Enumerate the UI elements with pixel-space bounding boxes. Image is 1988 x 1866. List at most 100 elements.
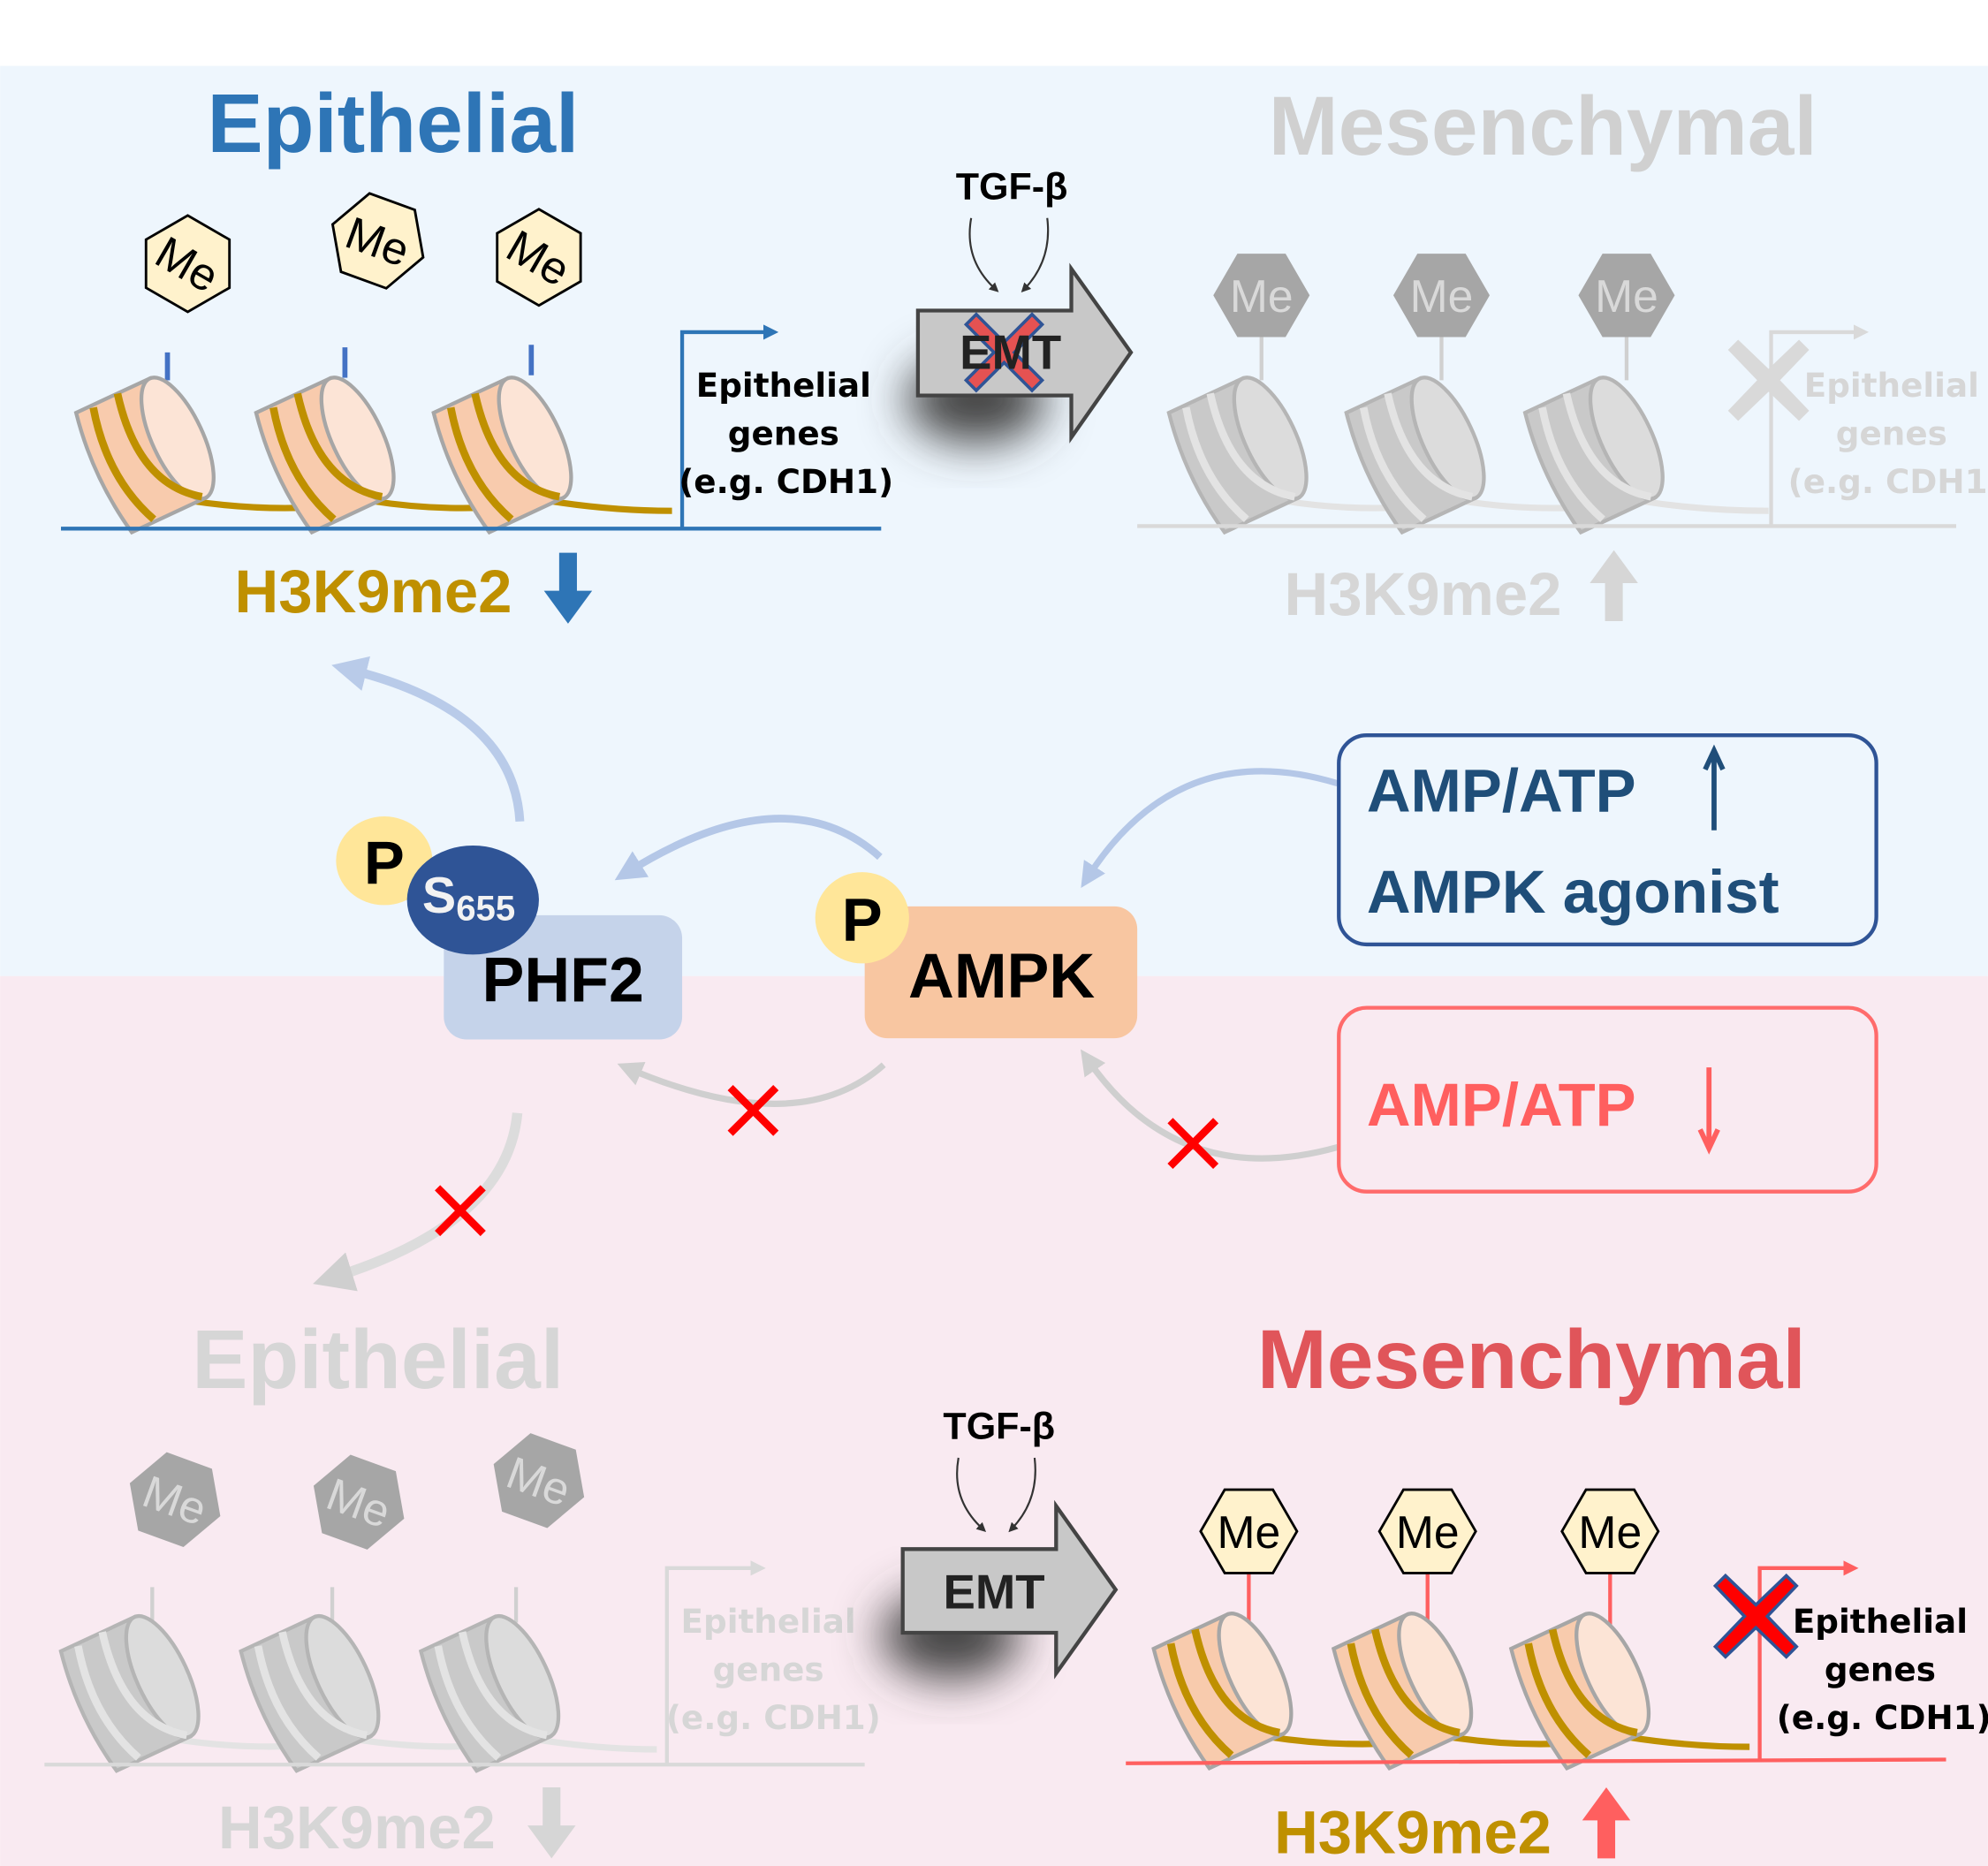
- dna-wrap: [278, 1631, 368, 1740]
- dna-wrap: [1384, 392, 1474, 501]
- nucleosome-face: [124, 1613, 201, 1740]
- dna-wrap: [1359, 406, 1427, 522]
- ampk-label: AMPK: [908, 941, 1095, 1012]
- bottom-left-gene-label-3: (e.g. CDH1): [666, 1698, 881, 1737]
- dna-wrap: [74, 1645, 141, 1761]
- s655-site-label: S655: [422, 868, 515, 929]
- top-left-gene-label-1: Epithelial: [696, 366, 871, 405]
- top-right-gene-label-1: Epithelial: [1804, 366, 1979, 405]
- nucleosome: [1151, 1612, 1294, 1771]
- bottom-tgf-beta-label: TGF-β: [943, 1405, 1055, 1447]
- blocked-cross-icon: [963, 312, 1045, 393]
- top-left-h3k9me2-label: H3K9me2: [235, 558, 512, 626]
- hexagon-shape: [129, 1452, 221, 1548]
- top-mesenchymal-title: Mesenchymal: [1269, 80, 1817, 173]
- dna-wrap: [98, 1631, 188, 1740]
- bottom-left-gene-label-1: Epithelial: [681, 1602, 856, 1641]
- ampk-box: [864, 906, 1138, 1039]
- arrow-up-icon: [1582, 1787, 1631, 1859]
- hexagon-shape: [1213, 254, 1310, 338]
- high-amp-atp-label: AMP/ATP: [1367, 756, 1636, 824]
- top-left-gene-label-3: (e.g. CDH1): [679, 462, 893, 501]
- hexagon-shape: [1392, 254, 1490, 338]
- hexagon-shape: [144, 214, 231, 314]
- nucleosome-face: [484, 1613, 561, 1740]
- s655-site-circle: [406, 846, 539, 955]
- methyl-hexagon-icon: Me: [330, 192, 425, 290]
- nucleosome-face: [1574, 1612, 1651, 1737]
- phf2-phospho-label: P: [364, 829, 405, 897]
- top-right-tss-arrow: [1769, 324, 1869, 527]
- tgf-signal-arrow: [956, 1457, 987, 1532]
- nucleosome: [73, 375, 216, 535]
- ampk-phospho-circle: [815, 872, 909, 964]
- bottom-right-gene-label-2: genes: [1825, 1650, 1936, 1689]
- dna-wrap: [1206, 392, 1296, 501]
- dna-wrap: [113, 392, 203, 501]
- ampk-agonist-label: AMPK agonist: [1367, 858, 1779, 926]
- arrow-up-icon: [1590, 550, 1638, 622]
- nucleosome-face: [1409, 375, 1486, 501]
- top-tgf-beta-label: TGF-β: [956, 165, 1068, 208]
- dna-wrap: [1182, 406, 1249, 522]
- inhibition-x-icon: [435, 1084, 1219, 1237]
- nucleosome-face: [1397, 1612, 1474, 1737]
- bottom-right-gene-label-3: (e.g. CDH1): [1777, 1698, 1988, 1737]
- dna-wrap: [1548, 1628, 1638, 1737]
- blocked-cross-icon: [1727, 339, 1810, 421]
- top-left-gene-label-2: genes: [728, 414, 839, 453]
- methyl-hexagon-icon: Me: [129, 1452, 221, 1548]
- arrow-down-icon: [543, 552, 593, 624]
- ampk-to-phf2-blocked-arrow: [617, 1061, 886, 1107]
- dna-wrap: [1524, 1642, 1592, 1758]
- dna-wrap: [1347, 1642, 1415, 1758]
- bottom-emt-label: EMT: [943, 1566, 1044, 1619]
- tgf-signal-arrow: [1008, 1457, 1036, 1533]
- hexagon-shape: [1377, 1488, 1477, 1574]
- methyl-hexagon-icon: Me: [493, 1433, 585, 1528]
- site-letter: S: [422, 868, 456, 924]
- nucleosome: [254, 375, 396, 535]
- bottom-right-dna-line: [1126, 1757, 1946, 1765]
- methyl-label: Me: [1410, 270, 1474, 322]
- ampk-to-phf2-arrow: [614, 815, 883, 881]
- nucleosome: [1508, 1612, 1651, 1771]
- site-number: 655: [456, 889, 515, 929]
- agonist-to-ampk-arrow: [1081, 768, 1339, 888]
- nucleosome: [1344, 375, 1486, 535]
- top-right-h3k9me2-label: H3K9me2: [1285, 560, 1562, 628]
- dna-wrap: [459, 1631, 548, 1740]
- nucleosome: [1331, 1612, 1474, 1771]
- methyl-hexagon-icon: Me: [144, 214, 231, 314]
- hexagon-shape: [496, 208, 582, 307]
- tgf-signal-arrow: [968, 217, 999, 292]
- ampk-phospho-label: P: [842, 886, 883, 954]
- dna-wrap: [1166, 1642, 1234, 1758]
- hexagon-shape: [1560, 1488, 1660, 1574]
- bottom-right-gene-label-1: Epithelial: [1793, 1602, 1968, 1641]
- dna-wrap: [1371, 1628, 1461, 1737]
- nucleosome: [418, 1613, 561, 1773]
- dna-wrap: [434, 1645, 502, 1761]
- top-left-tss-arrow: [679, 324, 779, 529]
- methyl-hexagon-icon: Me: [1199, 1488, 1299, 1574]
- dna-wrap: [1538, 406, 1605, 522]
- dna-wrap: [471, 392, 561, 501]
- top-right-gene-label-3: (e.g. CDH1): [1788, 462, 1988, 501]
- dna-wrap: [1562, 392, 1652, 501]
- bottom-left-tss-arrow: [664, 1560, 766, 1765]
- low-amp-atp-label: AMP/ATP: [1367, 1071, 1636, 1139]
- nucleosome-face: [1588, 375, 1665, 501]
- arrow-down-icon: [1697, 1067, 1720, 1155]
- dna-wrap: [269, 406, 337, 522]
- methyl-hexagon-icon: Me: [1578, 254, 1675, 338]
- methyl-label: Me: [1578, 1506, 1642, 1558]
- nucleosome: [239, 1613, 381, 1773]
- methyl-hexagon-icon: Me: [313, 1454, 405, 1550]
- bottom-left-h3k9me2-label: H3K9me2: [218, 1794, 496, 1862]
- nucleosome-face: [319, 375, 396, 501]
- nucleosome: [431, 375, 573, 535]
- methyl-label: Me: [1230, 270, 1294, 322]
- hexagon-shape: [493, 1433, 585, 1528]
